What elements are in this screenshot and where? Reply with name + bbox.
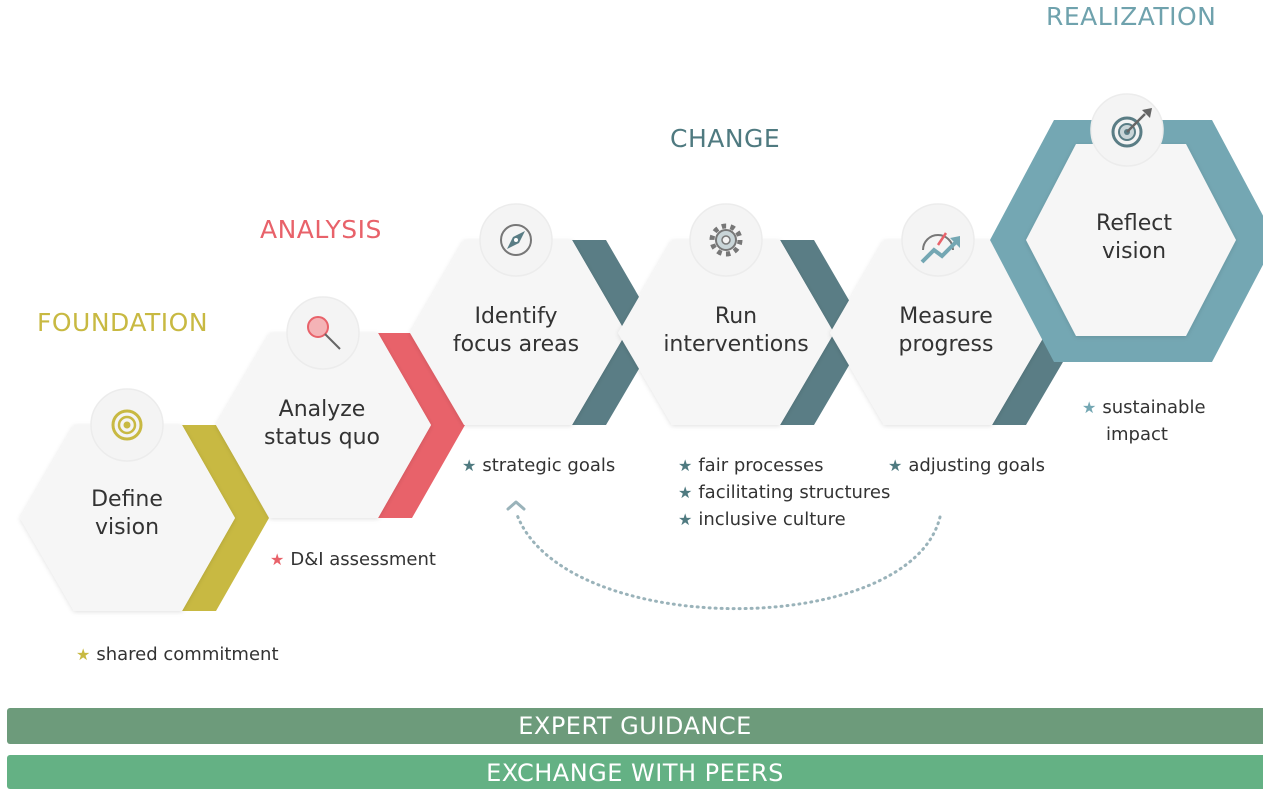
feedback-loop-arrowhead	[506, 500, 526, 511]
step-analyze-chevron	[378, 333, 465, 518]
gauge-trend-icon	[920, 232, 960, 264]
note-text: inclusive culture	[698, 509, 846, 530]
step-measure-hexagon	[830, 240, 1046, 425]
exchange-with-peers-bar: EXCHANGE WITH PEERS	[7, 755, 1263, 789]
step-title-measure-progress: Measure progress	[898, 304, 994, 357]
step-identify-hexagon	[410, 240, 626, 425]
step-title-reflect-vision: Reflect vision	[1096, 211, 1172, 264]
expert-guidance-bar: EXPERT GUIDANCE	[7, 708, 1263, 744]
star-icon: ★	[462, 456, 477, 475]
note-text: adjusting goals	[908, 455, 1046, 476]
step-run-hexagon	[618, 240, 834, 425]
step-title-analyze-status-quo: Analyze status quo	[264, 397, 380, 450]
phase-label-change: CHANGE	[670, 124, 781, 153]
feedback-loop-arc	[514, 510, 942, 611]
star-icon: ★	[678, 483, 693, 502]
gear-icon	[709, 223, 743, 257]
phase-label-foundation: FOUNDATION	[37, 308, 209, 337]
note-line: ★ sustainable	[1082, 394, 1206, 421]
step-reflect-hexagon	[1026, 144, 1236, 336]
target-icon	[111, 409, 143, 441]
note-text: facilitating structures	[698, 482, 891, 503]
note-interventions-list: ★ fair processes ★ facilitating structures…	[678, 452, 890, 533]
step-define-vision	[20, 388, 269, 611]
note-text: impact	[1106, 424, 1168, 445]
step-identify-focus-areas	[410, 203, 660, 425]
step-define-vision-chevron	[182, 425, 269, 611]
note-text: shared commitment	[96, 644, 279, 665]
step-measure-icon-circle	[901, 203, 975, 277]
step-define-vision-hexagon	[20, 425, 235, 611]
note-adjusting-goals: ★ adjusting goals	[888, 452, 1045, 479]
star-icon: ★	[888, 456, 903, 475]
step-analyze-status-quo	[216, 296, 465, 518]
star-icon: ★	[270, 550, 285, 569]
note-text: strategic goals	[482, 455, 616, 476]
list-item: ★ facilitating structures	[678, 479, 890, 506]
note-sustainable-impact: ★ sustainable impact	[1082, 394, 1206, 448]
step-analyze-hexagon	[216, 333, 431, 518]
list-item: ★ inclusive culture	[678, 506, 890, 533]
list-item: ★ fair processes	[678, 452, 890, 479]
note-text: D&I assessment	[290, 549, 436, 570]
note-strategic-goals: ★ strategic goals	[462, 452, 615, 479]
note-line: impact	[1082, 421, 1206, 448]
target-arrow-icon	[1111, 108, 1152, 148]
step-reflect-vision	[990, 93, 1263, 362]
step-title-run-interventions: Run interventions	[663, 304, 809, 357]
star-icon: ★	[678, 456, 693, 475]
star-icon: ★	[1082, 398, 1097, 417]
phase-label-realization: REALIZATION	[1046, 2, 1217, 31]
compass-icon	[500, 224, 532, 256]
note-text: fair processes	[698, 455, 824, 476]
magnifier-icon	[307, 316, 341, 350]
note-text: sustainable	[1102, 397, 1206, 418]
phase-label-analysis: ANALYSIS	[260, 215, 382, 244]
star-icon: ★	[678, 510, 693, 529]
note-shared-commitment: ★ shared commitment	[76, 641, 279, 668]
feedback-loop	[506, 500, 942, 611]
star-icon: ★	[76, 645, 91, 664]
step-title-identify-focus-areas: Identify focus areas	[452, 304, 580, 357]
step-title-define-vision: Define vision	[91, 487, 163, 540]
note-di-assessment: ★ D&I assessment	[270, 546, 436, 573]
